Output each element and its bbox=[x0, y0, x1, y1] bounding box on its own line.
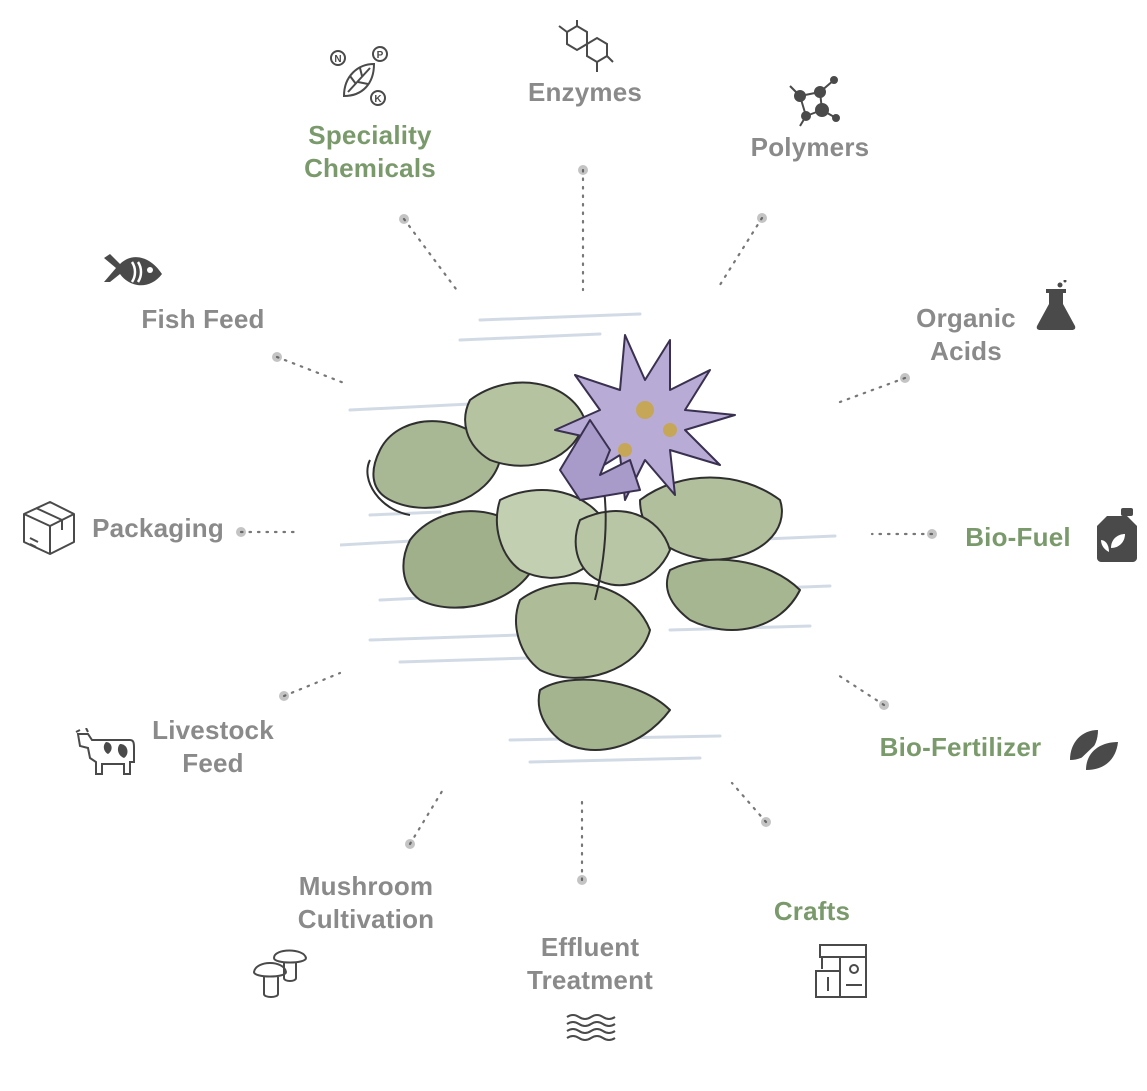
label-crafts: Crafts bbox=[752, 895, 872, 928]
connector-line-speciality-chemicals bbox=[402, 217, 458, 291]
label-organic-acids: Organic Acids bbox=[896, 302, 1036, 368]
label-line: Effluent bbox=[540, 932, 640, 962]
label-line: Livestock bbox=[152, 715, 274, 745]
label-enzymes: Enzymes bbox=[510, 76, 660, 109]
label-line: Organic bbox=[916, 303, 1016, 333]
label-line: Enzymes bbox=[527, 77, 643, 107]
label-line: Cultivation bbox=[297, 904, 435, 934]
connector-line-livestock-feed bbox=[282, 671, 342, 698]
label-line: Bio-Fuel bbox=[965, 522, 1071, 552]
connector-line-fish-feed bbox=[275, 355, 346, 385]
npk-n-letter: N bbox=[334, 54, 341, 65]
connector-line-polymers bbox=[716, 216, 764, 290]
label-line: Packaging bbox=[92, 513, 224, 543]
molecule-structure-icon bbox=[558, 20, 614, 72]
label-polymers: Polymers bbox=[730, 131, 890, 164]
box-icon bbox=[23, 501, 75, 555]
label-mushroom-cultivation: Mushroom Cultivation bbox=[280, 870, 452, 936]
npk-k-letter: K bbox=[374, 94, 382, 105]
connector-line-crafts bbox=[730, 781, 768, 824]
label-line: Fish Feed bbox=[141, 304, 265, 334]
label-line: Acids bbox=[930, 336, 1002, 366]
label-bio-fuel: Bio-Fuel bbox=[948, 521, 1088, 554]
label-line: Treatment bbox=[526, 965, 654, 995]
label-line: Chemicals bbox=[304, 153, 436, 183]
polymer-network-icon bbox=[789, 76, 840, 127]
sewing-machine-icon bbox=[815, 944, 867, 998]
label-bio-fertilizer: Bio-Fertilizer bbox=[858, 731, 1063, 764]
label-line: Speciality bbox=[308, 120, 432, 150]
label-fish-feed: Fish Feed bbox=[128, 303, 278, 336]
label-line: Feed bbox=[182, 748, 244, 778]
label-line: Crafts bbox=[773, 896, 851, 926]
mushroom-icon bbox=[252, 949, 308, 998]
label-line: Bio-Fertilizer bbox=[879, 732, 1042, 762]
label-line: Mushroom bbox=[298, 871, 434, 901]
flask-icon bbox=[1036, 280, 1076, 330]
connector-line-bio-fertilizer bbox=[836, 673, 886, 707]
cow-icon bbox=[75, 728, 135, 775]
npk-p-letter: P bbox=[377, 50, 384, 61]
water-waves-icon bbox=[566, 1014, 616, 1041]
connector-line-mushroom-cultivation bbox=[408, 786, 446, 846]
fish-icon bbox=[104, 254, 162, 286]
npk-leaf-icon: N P K bbox=[330, 46, 388, 106]
label-effluent-treatment: Effluent Treatment bbox=[500, 931, 680, 997]
leaves-icon bbox=[1067, 730, 1118, 775]
label-speciality-chemicals: Speciality Chemicals bbox=[280, 119, 460, 185]
water-hyacinth-illustration bbox=[340, 312, 837, 764]
fuel-can-icon bbox=[1097, 508, 1137, 562]
label-packaging: Packaging bbox=[80, 512, 236, 545]
label-line: Polymers bbox=[750, 132, 870, 162]
connector-line-organic-acids bbox=[838, 376, 907, 404]
label-livestock-feed: Livestock Feed bbox=[140, 714, 286, 780]
